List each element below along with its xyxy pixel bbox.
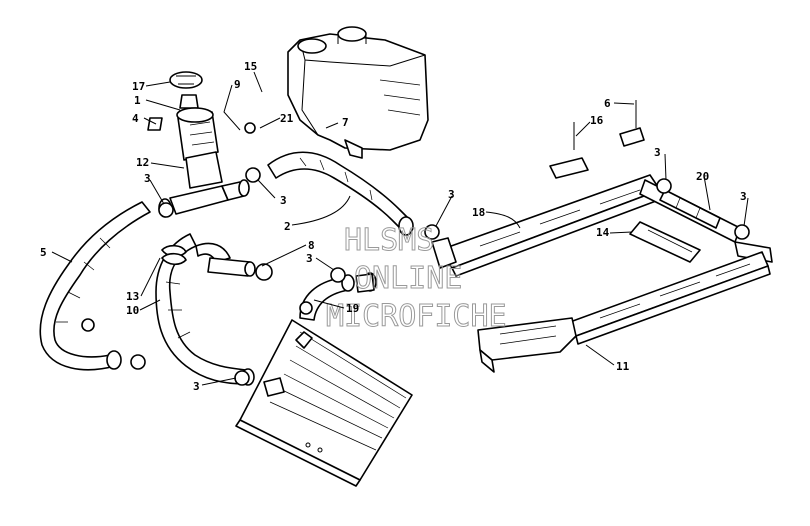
hose-5 [39,201,151,371]
coolant-reservoir [287,26,429,159]
filler-neck-assembly [147,71,223,189]
hose-short [207,257,256,277]
callout-14: 14 [596,226,610,239]
callout-13: 13 [126,290,139,303]
callout-1: 1 [134,94,141,107]
clamps [81,122,750,386]
callout-16: 16 [590,114,604,127]
heat-exchanger [235,319,413,487]
callout-9: 9 [234,78,241,91]
callout-3c: 3 [448,188,455,201]
callout-19: 19 [346,302,359,315]
mounting-brackets [549,100,645,179]
callout-12: 12 [136,156,149,169]
callout-3d: 3 [306,252,313,265]
callout-3b: 3 [280,194,287,207]
watermark-line-1: HLSMS [344,223,434,258]
bracket-14 [629,221,701,263]
callout-11: 11 [616,360,630,373]
watermark-line-2: ONLINE [354,261,462,296]
cooling-tube-right [639,179,773,263]
callout-17: 17 [132,80,145,93]
callout-3f: 3 [740,190,747,203]
callout-8: 8 [308,239,315,252]
callout-4: 4 [132,112,139,125]
callout-2: 2 [284,220,291,233]
callout-3a: 3 [144,172,151,185]
callout-15: 15 [244,60,257,73]
callout-7: 7 [342,116,349,129]
leader-lines [51,71,749,386]
callout-labels: 1 2 3 3 3 3 3 3 3 4 5 6 7 8 9 10 11 12 1… [40,60,747,393]
cooling-tube-lower [569,251,771,345]
end-cap-left [477,317,577,373]
callout-3e: 3 [654,146,661,159]
callout-3g: 3 [193,380,200,393]
watermark: HLSMS ONLINE MICROFICHE [326,223,508,335]
watermark-line-3: MICROFICHE [326,299,507,334]
callout-6: 6 [604,97,611,110]
callout-21: 21 [280,112,294,125]
callout-10: 10 [126,304,139,317]
callout-5: 5 [40,246,47,259]
cooling-tube-upper [431,174,665,277]
callout-18: 18 [472,206,485,219]
callout-20: 20 [696,170,709,183]
hose-2 [267,151,414,236]
